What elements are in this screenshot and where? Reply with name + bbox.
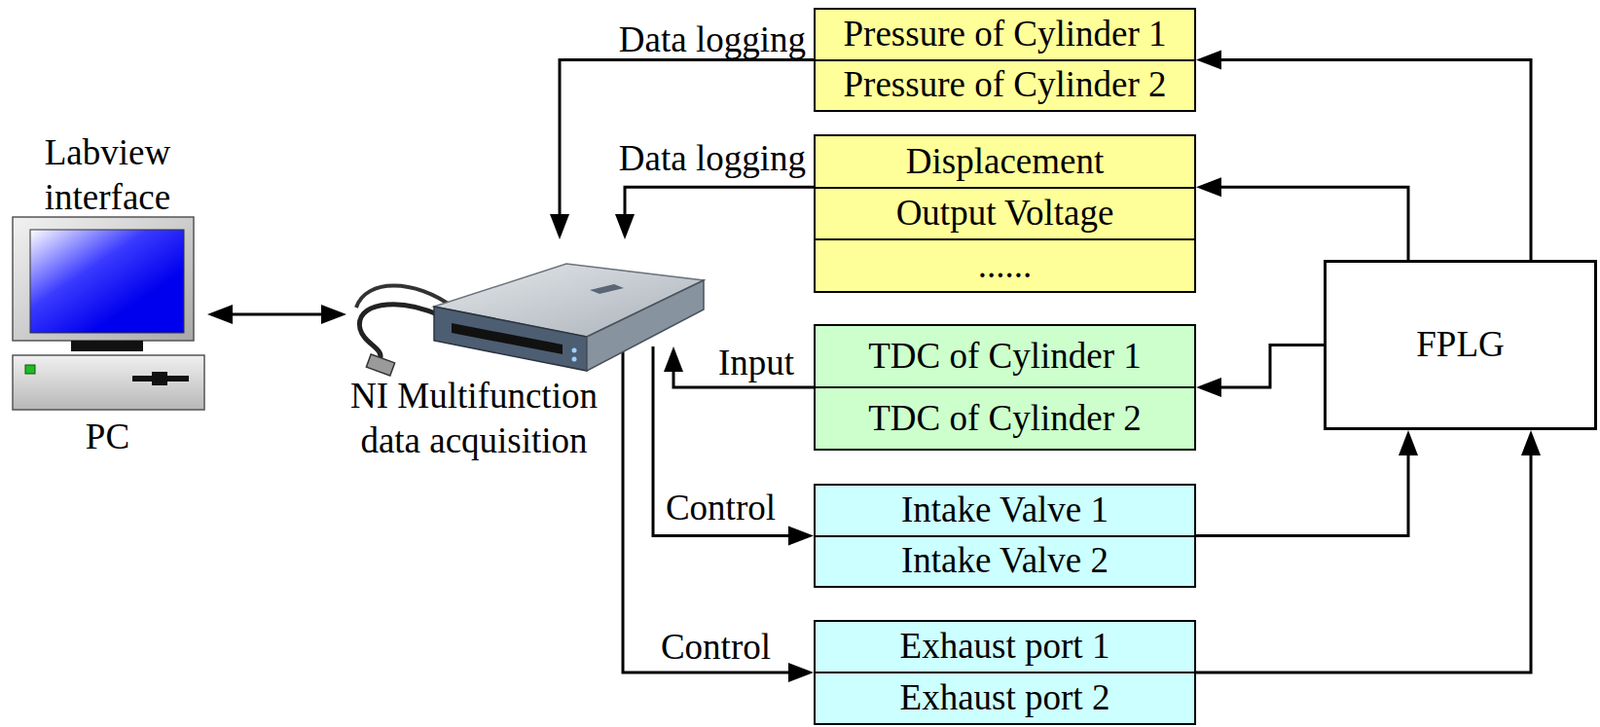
usb-cable (359, 304, 440, 361)
node-text: NI Multifunction data acquisition (332, 373, 616, 464)
computer-case (12, 355, 205, 410)
node-text: TDC of Cylinder 2 (868, 398, 1142, 440)
signal-box: Pressure of Cylinder 1 Pressure of Cylind… (813, 7, 1197, 112)
power-led (25, 364, 36, 374)
arrow-head (615, 214, 635, 240)
box-row: TDC of Cylinder 2 (815, 386, 1195, 449)
box-row: Displacement (815, 136, 1195, 187)
monitor-stand (71, 340, 144, 352)
node-text: Exhaust port 1 (900, 625, 1111, 668)
monitor-screen (30, 229, 184, 333)
node-text: Pressure of Cylinder 2 (843, 64, 1167, 107)
node-text: Pressure of Cylinder 1 (843, 13, 1167, 56)
arrow-head (549, 214, 570, 240)
connector-line (1196, 452, 1409, 537)
usb-plug (365, 354, 395, 376)
connector-line (559, 60, 814, 219)
arrow-head (1196, 50, 1222, 71)
connector-line (622, 346, 792, 673)
arrow-head (1196, 177, 1222, 197)
box-row: Intake Valve 2 (815, 535, 1195, 587)
connector-line (229, 313, 325, 317)
connector (1196, 430, 1419, 537)
node-text: Output Voltage (896, 192, 1115, 235)
daq-node: NI Multifunction data acquisition (346, 239, 710, 347)
node-text: Labview interface (7, 130, 208, 220)
connector (1196, 345, 1324, 399)
node-text: FPLG (1416, 324, 1504, 366)
input-box: TDC of Cylinder 1 TDC of Cylinder 2 (813, 324, 1197, 451)
box-row: TDC of Cylinder 1 (815, 326, 1195, 387)
edge-label: Control (665, 489, 776, 526)
arrow-head (1196, 377, 1222, 398)
status-led (572, 357, 578, 363)
connector (1196, 430, 1541, 673)
computer-illustration (7, 208, 208, 413)
drive-button (151, 371, 168, 386)
arrow-head (207, 304, 233, 325)
box-row: Exhaust port 1 (815, 621, 1195, 672)
controller-box: FPLG (1323, 259, 1598, 431)
connector (1196, 177, 1409, 260)
connector-line (1196, 452, 1531, 673)
arrow-head (1398, 430, 1419, 456)
connector (622, 346, 814, 683)
computer-node: Labview interfacePC (7, 130, 208, 458)
connector-line (1218, 186, 1409, 260)
box-row: Pressure of Cylinder 1 (815, 9, 1195, 60)
status-led (572, 348, 578, 354)
daq-illustration (346, 239, 710, 396)
node-text: Exhaust port 2 (900, 677, 1111, 720)
box-row: ...... (815, 238, 1195, 291)
node-text: Intake Valve 2 (901, 540, 1109, 582)
connector-line (1218, 345, 1324, 389)
node-text: Displacement (906, 141, 1104, 183)
node-text: ...... (978, 245, 1033, 288)
valve-box: Intake Valve 1 Intake Valve 2 (813, 483, 1197, 588)
edge-label: Data logging (618, 140, 806, 177)
connector (615, 186, 814, 240)
node-text: PC (7, 416, 208, 458)
box-row: Exhaust port 2 (815, 671, 1195, 724)
device-connector (451, 323, 563, 355)
arrow-head (1521, 430, 1541, 456)
arrow-head (788, 662, 814, 683)
edge-label: Input (718, 344, 795, 381)
box-row: Output Voltage (815, 186, 1195, 240)
connector (1196, 50, 1531, 261)
connector-line (624, 186, 814, 218)
node-text: TDC of Cylinder 1 (868, 335, 1142, 378)
device-logo (589, 284, 624, 294)
arrow-head (788, 526, 814, 546)
box-row: Intake Valve 1 (815, 485, 1195, 536)
arrow-head (663, 346, 684, 372)
signal-box: DisplacementOutput Voltage...... (813, 134, 1197, 293)
arrow-head (321, 304, 347, 325)
device-front (434, 306, 587, 371)
device-side (586, 280, 704, 371)
port-box: Exhaust port 1 Exhaust port 2 (813, 619, 1197, 726)
box-row: Pressure of Cylinder 2 (815, 59, 1195, 111)
node-text: Intake Valve 1 (901, 489, 1109, 532)
connector (549, 60, 814, 241)
connector (207, 304, 347, 325)
edge-label: Control (660, 628, 771, 665)
edge-label: Data logging (618, 21, 806, 58)
connector-line (1218, 60, 1531, 261)
monitor-frame (12, 217, 194, 341)
